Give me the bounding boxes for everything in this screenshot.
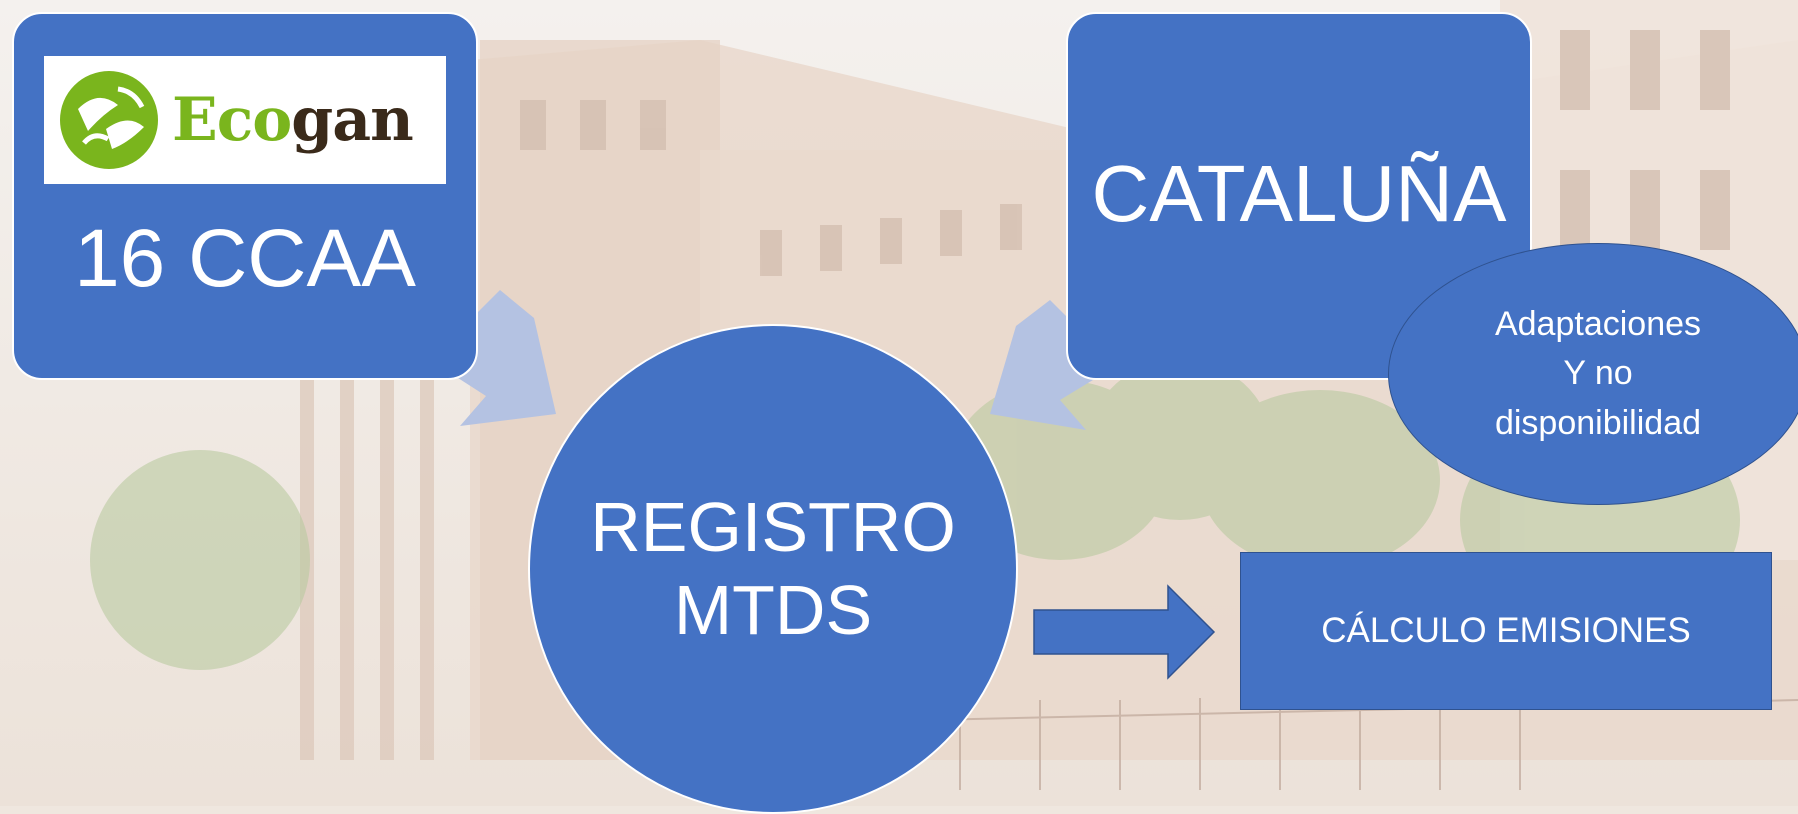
adaptaciones-line1: Adaptaciones [1494,305,1702,344]
ccaa-label: 16 CCAA [74,213,416,304]
registro-mtds-label: REGISTRO MTDS [590,486,956,651]
ecogan-wordmark: Ecogan [172,85,414,155]
ccaa-box: Ecogan 16 CCAA [12,12,478,380]
ecogan-leaf-icon [60,71,158,169]
registro-label-line2: MTDS [673,571,873,649]
registro-label-line1: REGISTRO [590,488,956,567]
calculo-emisiones-label: CÁLCULO EMISIONES [1321,611,1691,650]
registro-mtds-circle: REGISTRO MTDS [528,324,1018,814]
adaptaciones-line2: Y no [1563,354,1633,393]
cataluna-label: CATALUÑA [1091,149,1507,238]
ecogan-logo: Ecogan [44,56,446,184]
adaptaciones-line3: disponibilidad [1494,403,1702,442]
adaptaciones-label: Adaptaciones Y no disponibilidad [1495,300,1701,448]
calculo-emisiones-box: CÁLCULO EMISIONES [1240,552,1772,710]
adaptaciones-ellipse: Adaptaciones Y no disponibilidad [1388,243,1798,505]
